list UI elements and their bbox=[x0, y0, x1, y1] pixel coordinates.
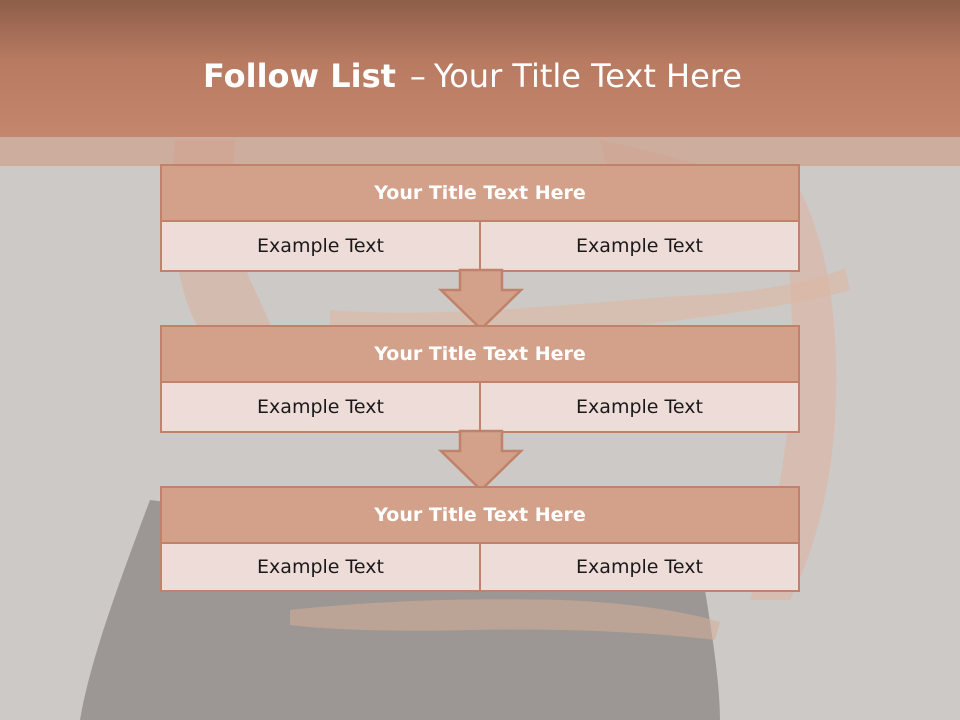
step-title-3: Your Title Text Here bbox=[162, 488, 798, 544]
step-2-right-text: Example Text bbox=[479, 383, 798, 431]
down-arrow-icon bbox=[438, 268, 524, 331]
step-title-1: Your Title Text Here bbox=[162, 166, 798, 222]
down-arrow-icon bbox=[438, 429, 524, 492]
slide-title: Follow List–Your Title Text Here bbox=[0, 52, 945, 100]
step-3-left-text: Example Text bbox=[257, 556, 384, 578]
slide-title-dash: – bbox=[409, 57, 426, 95]
step-3-right-text: Example Text bbox=[479, 544, 798, 590]
slide-title-rest: Your Title Text Here bbox=[433, 57, 742, 95]
step-1-left-text: Example Text bbox=[257, 235, 384, 257]
step-2-left-text: Example Text bbox=[257, 396, 384, 418]
step-box-3: Your Title Text Here Example Text Exampl… bbox=[160, 486, 800, 592]
step-1-right-text: Example Text bbox=[479, 222, 798, 270]
step-box-1: Your Title Text Here Example Text Exampl… bbox=[160, 164, 800, 272]
title-bar-band bbox=[0, 137, 960, 166]
step-title-2: Your Title Text Here bbox=[162, 327, 798, 383]
title-bar bbox=[0, 0, 960, 137]
slide-title-bold: Follow List bbox=[203, 57, 396, 95]
step-box-2: Your Title Text Here Example Text Exampl… bbox=[160, 325, 800, 433]
